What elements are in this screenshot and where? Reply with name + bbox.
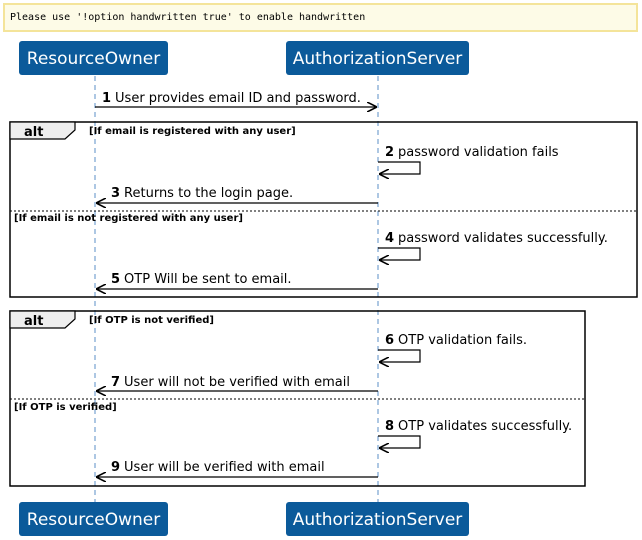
message-label: 9 User will be verified with email — [111, 460, 325, 475]
participant-authorization-server-top[interactable]: AuthorizationServer — [286, 41, 469, 75]
message-arrow — [378, 161, 421, 174]
participant-box — [286, 41, 469, 75]
message-number: 9 — [111, 460, 120, 475]
participant-box — [19, 41, 168, 75]
participant-box — [19, 502, 168, 536]
message-number: 7 — [111, 375, 120, 390]
message-label: 6 OTP validation fails. — [385, 333, 527, 348]
message-label: 7 User will not be verified with email — [111, 375, 350, 390]
alt-fragment-2: alt [If OTP is not verified] [If OTP is … — [9, 310, 586, 487]
banner-box — [3, 3, 638, 32]
message-number: 4 — [385, 231, 394, 246]
message-7: 7 User will not be verified with email — [97, 375, 378, 391]
handwritten-banner: Please use '!option handwritten true' to… — [3, 3, 638, 32]
message-text: OTP Will be sent to email. — [124, 272, 291, 287]
message-text: password validation fails — [398, 145, 559, 160]
fragment-frame — [9, 121, 638, 298]
message-text: User will not be verified with email — [124, 375, 350, 390]
participant-resource-owner-top[interactable]: ResourceOwner — [19, 41, 168, 75]
fragment-label-box — [9, 121, 76, 140]
message-6: 6 OTP validation fails. — [378, 333, 527, 362]
message-8: 8 OTP validates successfully. — [378, 419, 572, 448]
participant-label: AuthorizationServer — [293, 510, 463, 530]
fragment-type-label: alt — [24, 314, 43, 329]
message-number: 5 — [111, 272, 120, 287]
fragment-guard-2: [If email is not registered with any use… — [14, 213, 243, 224]
message-text: OTP validates successfully. — [398, 419, 572, 434]
message-4: 4 password validates successfully. — [378, 231, 608, 260]
message-number: 6 — [385, 333, 394, 348]
participant-label: AuthorizationServer — [293, 49, 463, 69]
participant-label: ResourceOwner — [27, 510, 160, 530]
message-number: 3 — [111, 186, 120, 201]
message-text: Returns to the login page. — [124, 186, 293, 201]
message-label: 8 OTP validates successfully. — [385, 419, 572, 434]
alt-fragment-1: alt [If email is registered with any use… — [9, 121, 638, 298]
message-number: 2 — [385, 145, 394, 160]
message-number: 8 — [385, 419, 394, 434]
message-arrow — [378, 247, 421, 260]
message-label: 3 Returns to the login page. — [111, 186, 293, 201]
message-label: 4 password validates successfully. — [385, 231, 608, 246]
participant-authorization-server-bottom[interactable]: AuthorizationServer — [286, 502, 469, 536]
participant-label: ResourceOwner — [27, 49, 160, 69]
message-5: 5 OTP Will be sent to email. — [97, 272, 378, 289]
message-9: 9 User will be verified with email — [97, 460, 378, 477]
message-text: password validates successfully. — [398, 231, 608, 246]
fragment-guard-1: [If email is registered with any user] — [89, 126, 296, 137]
message-label: 1 User provides email ID and password. — [102, 91, 361, 106]
message-2: 2 password validation fails — [378, 145, 559, 174]
message-1: 1 User provides email ID and password. — [95, 91, 376, 107]
message-text: User will be verified with email — [124, 460, 325, 475]
fragment-label-box — [9, 310, 76, 329]
message-arrow — [378, 349, 421, 362]
message-label: 2 password validation fails — [385, 145, 559, 160]
message-arrow — [378, 435, 421, 448]
participant-box — [286, 502, 469, 536]
fragment-guard-1: [If OTP is not verified] — [89, 315, 214, 326]
message-number: 1 — [102, 91, 111, 106]
participant-resource-owner-bottom[interactable]: ResourceOwner — [19, 502, 168, 536]
message-text: User provides email ID and password. — [115, 91, 361, 106]
fragment-type-label: alt — [24, 125, 43, 140]
fragment-guard-2: [If OTP is verified] — [14, 402, 117, 413]
banner-text: Please use '!option handwritten true' to… — [10, 12, 365, 23]
message-label: 5 OTP Will be sent to email. — [111, 272, 292, 287]
message-3: 3 Returns to the login page. — [97, 186, 378, 203]
message-text: OTP validation fails. — [398, 333, 527, 348]
